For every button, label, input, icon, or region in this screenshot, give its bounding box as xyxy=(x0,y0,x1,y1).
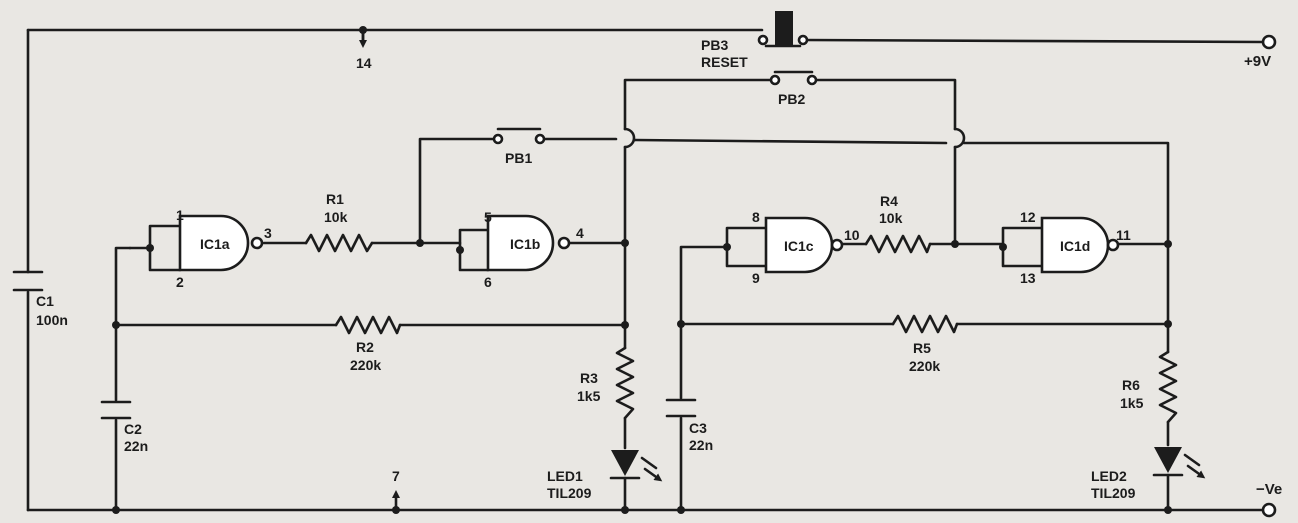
resistor-r2: R2 220k xyxy=(334,315,402,373)
r5-value: 220k xyxy=(909,358,940,374)
positive-supply-label: +9V xyxy=(1244,53,1271,70)
capacitor-c1: C1 100n xyxy=(12,270,68,328)
ic1b-pin-4: 4 xyxy=(576,225,584,241)
r1-value: 10k xyxy=(324,209,348,225)
capacitor-c3: C3 22n xyxy=(665,398,713,453)
led1-ref: LED1 xyxy=(547,468,583,484)
r2-ref: R2 xyxy=(356,339,374,355)
r2-value: 220k xyxy=(350,357,381,373)
positive-terminal: +9V xyxy=(1244,34,1277,70)
resistor-r3: R3 1k5 xyxy=(577,346,635,420)
ic1b-pin-5: 5 xyxy=(484,209,492,225)
negative-terminal: −Ve xyxy=(1256,481,1282,518)
c2-ref: C2 xyxy=(124,421,142,437)
gate-ic1d: IC1d 12 13 11 xyxy=(1020,209,1131,286)
ic1c-pin-10: 10 xyxy=(844,227,860,243)
led2-ref: LED2 xyxy=(1091,468,1127,484)
pb2-label: PB2 xyxy=(778,91,805,107)
ic1c-pin-8: 8 xyxy=(752,209,760,225)
pb3-reset-switch: PB3 RESET xyxy=(701,11,809,70)
c3-ref: C3 xyxy=(689,420,707,436)
junction-dots xyxy=(112,26,1172,514)
resistor-r4: R4 10k xyxy=(864,193,932,254)
r6-value: 1k5 xyxy=(1120,395,1144,411)
pb1-switch: PB1 xyxy=(492,127,546,166)
c3-value: 22n xyxy=(689,437,713,453)
r4-ref: R4 xyxy=(880,193,898,209)
resistor-r1: R1 10k xyxy=(304,191,374,253)
ic1d-pin-12: 12 xyxy=(1020,209,1036,225)
resistor-r5: R5 220k xyxy=(891,314,959,374)
led1: LED1 TIL209 xyxy=(547,450,659,501)
gate-ic1c: IC1c 8 9 10 xyxy=(752,209,860,286)
ic1b-pin-6: 6 xyxy=(484,274,492,290)
gate-ic1b: IC1b 5 6 4 xyxy=(484,209,584,290)
r1-ref: R1 xyxy=(326,191,344,207)
r6-ref: R6 xyxy=(1122,377,1140,393)
ic1c-pin-9: 9 xyxy=(752,270,760,286)
pb1-label: PB1 xyxy=(505,150,532,166)
pb2-switch: PB2 xyxy=(769,70,818,107)
c1-ref: C1 xyxy=(36,293,54,309)
led2: LED2 TIL209 xyxy=(1091,447,1202,501)
capacitor-c2: C2 22n xyxy=(100,400,148,454)
r5-ref: R5 xyxy=(913,340,931,356)
led1-type: TIL209 xyxy=(547,485,592,501)
ic1d-pin-11: 11 xyxy=(1116,227,1131,243)
resistor-r6: R6 1k5 xyxy=(1120,350,1178,424)
ic1a-name: IC1a xyxy=(200,236,230,252)
c1-value: 100n xyxy=(36,312,68,328)
ic1a-pin-1: 1 xyxy=(176,207,184,223)
ic1d-pin-13: 13 xyxy=(1020,270,1036,286)
c2-value: 22n xyxy=(124,438,148,454)
ic1d-name: IC1d xyxy=(1060,238,1090,254)
ic1a-pin-3: 3 xyxy=(264,225,272,241)
vcc-pin-arrow: 14 xyxy=(356,28,372,71)
vcc-pin-number: 14 xyxy=(356,55,372,71)
r3-ref: R3 xyxy=(580,370,598,386)
gnd-pin-number: 7 xyxy=(392,468,400,484)
r4-value: 10k xyxy=(879,210,903,226)
ic1c-name: IC1c xyxy=(784,238,814,254)
led2-type: TIL209 xyxy=(1091,485,1136,501)
negative-supply-label: −Ve xyxy=(1256,481,1282,498)
r3-value: 1k5 xyxy=(577,388,601,404)
pb3-label: PB3 xyxy=(701,37,728,53)
ic1b-name: IC1b xyxy=(510,236,540,252)
ic1a-pin-2: 2 xyxy=(176,274,184,290)
gate-ic1a: IC1a 1 2 3 xyxy=(176,207,272,290)
pb3-function-label: RESET xyxy=(701,54,748,70)
gnd-pin-arrow: 7 xyxy=(392,468,400,512)
